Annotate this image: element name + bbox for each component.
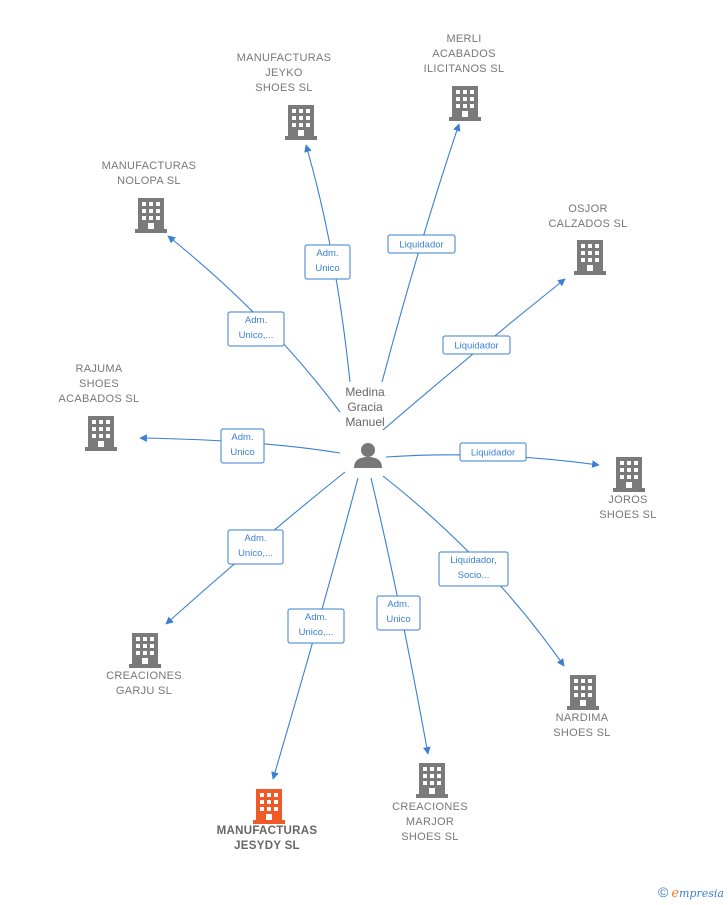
edge-label-text: Adm. — [305, 612, 327, 623]
edge-label-text: Liquidador, — [450, 555, 496, 566]
edge-label-text: Unico,... — [299, 627, 334, 638]
company-node-majorc[interactable]: CREACIONES MARJOR SHOES SL — [392, 763, 468, 843]
building-icon — [574, 240, 606, 275]
edge-label-text: Adm. — [387, 599, 409, 610]
edge-label-jesydy[interactable]: Adm. Unico,... — [287, 608, 345, 644]
edge-label-box — [227, 311, 285, 347]
company-name-line: JESYDY SL — [234, 840, 300, 852]
edge-label-garju[interactable]: Adm. Unico,... — [227, 529, 284, 565]
company-name-line: JEYKO — [265, 67, 303, 79]
building-icon — [285, 105, 317, 140]
center-node[interactable]: Medina Gracia Manuel — [345, 385, 385, 468]
company-name-line: OSJOR — [568, 203, 607, 215]
company-name-line: NARDIMA — [556, 712, 609, 724]
company-name-line: MARJOR — [406, 816, 454, 828]
edge-label-text: Liquidador — [471, 448, 515, 459]
company-name-line: SHOES SL — [255, 82, 312, 94]
company-node-rajuma[interactable]: RAJUMA SHOES ACABADOS SL — [59, 363, 140, 451]
copyright-symbol: © — [658, 884, 669, 900]
building-icon — [129, 633, 161, 668]
edge-label-text: Unico — [315, 263, 339, 274]
company-name-line: ACABADOS — [432, 48, 496, 60]
edge-label-joros[interactable]: Liquidador — [459, 442, 527, 462]
company-name-line: MERLI — [446, 33, 481, 45]
company-name-line: SHOES — [79, 378, 119, 390]
edges-layer: Adm.UnicoLiquidadorAdm.Unico,...Liquidad… — [139, 123, 600, 780]
edge-label-text: Liquidador — [399, 240, 443, 251]
company-node-jeyko[interactable]: MANUFACTURAS JEYKO SHOES SL — [237, 52, 332, 140]
edge-label-majorc[interactable]: Adm. Unico — [376, 595, 421, 631]
brand-footer: ©empresia — [658, 884, 724, 901]
company-name-line: NOLOPA SL — [117, 175, 181, 187]
company-name-line: CALZADOS SL — [548, 218, 627, 230]
edge-label-osjor[interactable]: Liquidador — [442, 335, 511, 355]
company-name-line: CREACIONES — [106, 670, 182, 682]
company-name-line: JOROS — [608, 494, 647, 506]
edge-label-merli[interactable]: Liquidador — [387, 234, 456, 254]
edge-label-box — [438, 551, 509, 587]
edge-label-text: Adm. — [231, 432, 253, 443]
building-icon — [85, 416, 117, 451]
edge-label-text: Unico,... — [238, 548, 273, 559]
company-name-line: MANUFACTURAS — [237, 52, 332, 64]
center-name-line: Gracia — [347, 400, 383, 414]
edge-label-text: Liquidador — [454, 341, 498, 352]
edge-label-box — [287, 608, 345, 644]
building-icon — [416, 763, 448, 798]
edge-label-box — [304, 244, 351, 280]
company-name-line: SHOES SL — [553, 727, 610, 739]
company-name-line: MANUFACTURAS — [102, 160, 197, 172]
company-node-joros[interactable]: JOROS SHOES SL — [599, 457, 656, 521]
edge-label-box — [227, 529, 284, 565]
edge-label-box — [220, 428, 265, 464]
company-name-line: ACABADOS SL — [59, 393, 140, 405]
edge-label-text: Adm. — [316, 248, 338, 259]
building-icon — [567, 675, 599, 710]
building-icon — [613, 457, 645, 492]
person-icon — [354, 443, 382, 468]
edge-label-box — [376, 595, 421, 631]
brand-logo-text: mpresia — [679, 887, 724, 900]
company-node-osjor[interactable]: OSJOR CALZADOS SL — [548, 203, 627, 275]
edge-label-text: Socio... — [458, 570, 490, 581]
company-name-line: ILICITANOS SL — [424, 63, 505, 75]
edge-label-nolopa[interactable]: Adm. Unico,... — [227, 311, 285, 347]
company-name-line: MANUFACTURAS — [217, 825, 318, 837]
edge-label-box — [387, 234, 456, 254]
company-node-jesydy[interactable]: MANUFACTURAS JESYDY SL — [217, 789, 318, 852]
edge-label-text: Adm. — [245, 315, 267, 326]
edge-label-box — [442, 335, 511, 355]
edge-label-box — [459, 442, 527, 462]
edge-osjor — [382, 278, 566, 431]
edge-label-rajuma[interactable]: Adm. Unico — [220, 428, 265, 464]
brand-logo-e: e — [671, 886, 680, 901]
building-icon — [253, 789, 285, 824]
company-node-nardima[interactable]: NARDIMA SHOES SL — [553, 675, 610, 739]
company-node-nolopa[interactable]: MANUFACTURAS NOLOPA SL — [102, 160, 197, 233]
center-name-line: Medina — [345, 385, 385, 399]
company-node-merli[interactable]: MERLI ACABADOS ILICITANOS SL — [424, 33, 505, 121]
edge-label-jeyko[interactable]: Adm. Unico — [304, 244, 351, 280]
edge-label-nardima[interactable]: Liquidador, Socio... — [438, 551, 509, 587]
company-name-line: RAJUMA — [75, 363, 122, 375]
company-node-garju[interactable]: CREACIONES GARJU SL — [106, 633, 182, 697]
building-icon — [449, 86, 481, 121]
company-name-line: GARJU SL — [116, 685, 172, 697]
company-name-line: SHOES SL — [599, 509, 656, 521]
company-name-line: SHOES SL — [401, 831, 458, 843]
center-name-line: Manuel — [345, 415, 384, 429]
building-icon — [135, 198, 167, 233]
nodes-layer: MANUFACTURAS JEYKO SHOES SL MERLI ACABADOS IL… — [59, 33, 657, 852]
edge-label-text: Unico — [230, 447, 254, 458]
edge-label-text: Unico — [386, 614, 410, 625]
company-name-line: CREACIONES — [392, 801, 468, 813]
edge-label-text: Adm. — [244, 533, 266, 544]
edge-label-text: Unico,... — [239, 330, 274, 341]
